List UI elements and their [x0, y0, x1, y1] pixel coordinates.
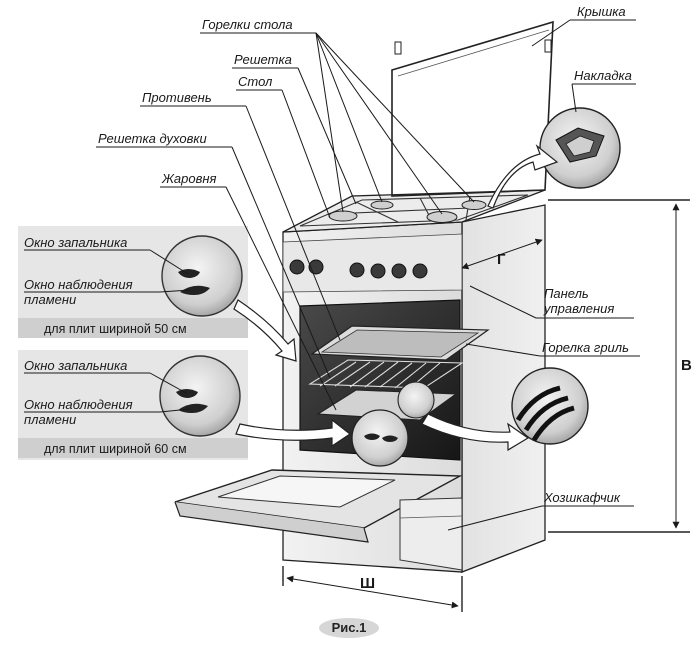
inset-60-caption: для плит шириной 60 см	[44, 442, 187, 456]
label-grill-burner: Горелка гриль	[542, 340, 629, 355]
inset-50-magnifier	[161, 235, 243, 317]
inset-50-caption-bar	[18, 318, 248, 338]
figure-caption-text: Рис.1	[332, 620, 367, 635]
label-control-panel: Панель	[544, 286, 589, 301]
dimension-depth-label: Г	[497, 251, 506, 268]
label-table: Стол	[238, 74, 273, 89]
label-cover-plate: Накладка	[574, 68, 632, 83]
hob-burners	[328, 200, 487, 223]
labels: Горелки стола Крышка Решетка Накладка Ст…	[98, 4, 692, 592]
inset-50-caption: для плит шириной 50 см	[44, 322, 187, 336]
control-knobs	[289, 259, 428, 279]
grill-burner-callout	[511, 367, 589, 445]
inset-50-observation-label-2: пламени	[24, 292, 76, 307]
inset-60-observation-label: Окно наблюдения	[24, 397, 133, 412]
drawer	[399, 497, 463, 571]
label-grate: Решетка	[234, 52, 292, 67]
arrow-inset-60	[235, 418, 352, 448]
stove-lid	[391, 20, 554, 197]
oven-rack	[308, 359, 464, 389]
label-roasting-pan: Жаровня	[161, 171, 217, 186]
inset-60cm: Окно запальника Окно наблюдения пламени …	[18, 350, 248, 460]
label-drawer: Хозшкафчик	[543, 490, 621, 505]
inset-60-observation-label-2: пламени	[24, 412, 76, 427]
figure-caption: Рис.1	[319, 618, 379, 638]
pointer-arrows	[233, 144, 559, 452]
inset-50-ignition-label: Окно запальника	[24, 235, 127, 250]
label-lid: Крышка	[577, 4, 626, 19]
ignition-window-shape-60	[176, 389, 198, 398]
dimension-width-label: Ш	[360, 575, 375, 592]
arrow-inset-50	[233, 299, 297, 362]
oven-door-glass	[217, 475, 396, 508]
leader-lines	[96, 19, 640, 531]
inset-50-observation-label: Окно наблюдения	[24, 277, 133, 292]
inset-60-magnifier	[159, 355, 241, 437]
label-burners: Горелки стола	[202, 17, 293, 32]
inset-50cm: Окно запальника Окно наблюдения пламени …	[18, 226, 248, 338]
arrow-to-cover-plate	[487, 144, 559, 209]
inset-60-ignition-label: Окно запальника	[24, 358, 127, 373]
dimension-lines	[282, 199, 690, 612]
cover-plate-callout	[539, 107, 621, 189]
door-magnifier	[351, 409, 409, 467]
arrow-to-grill	[421, 413, 530, 452]
observation-window-shape-60	[178, 403, 208, 413]
label-control-panel-2: управления	[543, 301, 614, 316]
label-oven-rack: Решетка духовки	[98, 131, 207, 146]
inset-60-caption-bar	[18, 438, 248, 458]
observation-window-shape-50	[180, 285, 210, 295]
label-baking-tray: Противень	[142, 90, 212, 105]
grill-magnifier	[397, 381, 435, 419]
dimension-height-label: В	[681, 357, 692, 374]
